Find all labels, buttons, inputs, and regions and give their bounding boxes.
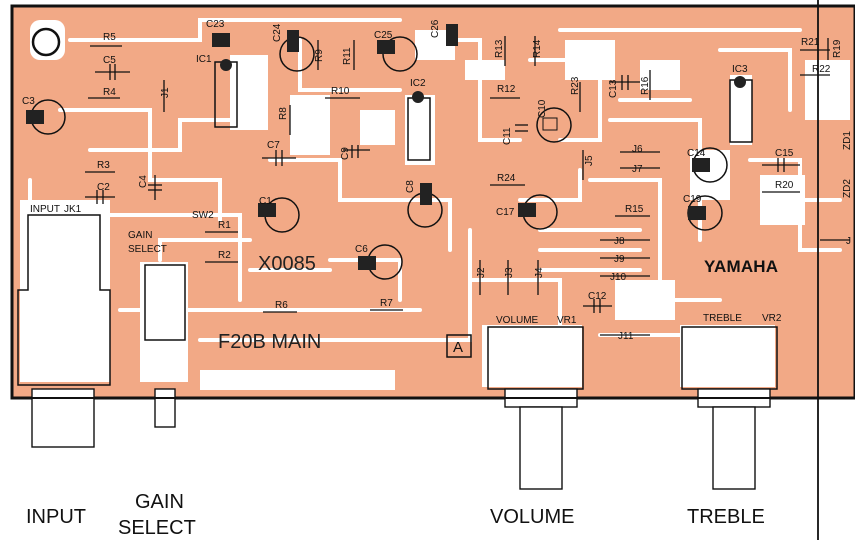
label-j11: J11 — [618, 331, 634, 342]
label-j10: J10 — [610, 272, 627, 283]
label-r3: R3 — [97, 160, 110, 171]
label-r20: R20 — [775, 180, 794, 191]
label-r14: R14 — [532, 39, 543, 58]
label-c1: C1 — [259, 196, 272, 207]
label-c25: C25 — [374, 30, 393, 41]
label-j8: J8 — [614, 236, 625, 247]
caption-input: INPUT — [26, 506, 86, 528]
label-jk1: JK1 — [64, 204, 82, 215]
label-r9: R9 — [314, 49, 325, 62]
treble-pot-shaft — [712, 406, 756, 490]
label-c26: C26 — [430, 19, 441, 38]
label-c8: C8 — [405, 180, 416, 193]
label-j2: J2 — [476, 267, 487, 278]
mounting-hole — [31, 27, 61, 57]
caption-volume: VOLUME — [490, 506, 574, 528]
gain-switch-lever — [154, 388, 176, 428]
label-j5: J5 — [584, 155, 595, 166]
label-r8: R8 — [278, 107, 289, 120]
ic3-pin1-mark — [734, 76, 746, 88]
board-title: F20B MAIN — [218, 331, 321, 353]
label-c17: C17 — [496, 207, 515, 218]
label-j7: J7 — [632, 164, 643, 175]
label-r15: R15 — [625, 204, 644, 215]
label-r2: R2 — [218, 250, 231, 261]
label-c5: C5 — [103, 55, 116, 66]
label-j4: J4 — [534, 267, 545, 278]
label-r1: R1 — [218, 220, 231, 231]
label-c11: C11 — [502, 127, 513, 145]
brand-logo: YAMAHA — [704, 257, 778, 276]
label-c24: C24 — [272, 23, 283, 42]
label-sw2: SW2 — [192, 210, 214, 221]
label-c4: C4 — [138, 175, 149, 188]
label-r19: R19 — [832, 39, 843, 58]
label-r11: R11 — [342, 47, 353, 65]
caption-gain-1: GAIN — [135, 491, 184, 513]
label-r5: R5 — [103, 32, 116, 43]
label-zd1: ZD1 — [842, 131, 853, 150]
ic1-pin1-mark — [220, 59, 232, 71]
board-code: X0085 — [258, 253, 316, 275]
label-c10: C10 — [537, 99, 548, 118]
label-c9: C9 — [340, 147, 351, 160]
label-r23: R23 — [570, 76, 581, 95]
board-cutouts — [20, 20, 850, 390]
label-c14: C14 — [687, 148, 706, 159]
label-vr1: VR1 — [557, 315, 577, 326]
label-treble: TREBLE — [703, 313, 742, 324]
label-zd2: ZD2 — [842, 179, 853, 198]
label-c15: C15 — [775, 148, 794, 159]
gain-switch-body — [144, 264, 186, 341]
revision-box — [446, 334, 472, 358]
label-j-edge: J — [846, 236, 851, 247]
label-c19: C19 — [683, 194, 702, 205]
label-j6: J6 — [632, 144, 643, 155]
label-c7: C7 — [267, 140, 280, 151]
label-ic1: IC1 — [196, 54, 212, 65]
label-r10: R10 — [331, 86, 350, 97]
label-ic2: IC2 — [410, 78, 426, 89]
label-j1: J1 — [160, 87, 171, 98]
label-j9: J9 — [614, 254, 625, 265]
label-r22: R22 — [812, 64, 831, 75]
volume-pot-shaft — [519, 406, 563, 490]
caption-gain-2: SELECT — [118, 517, 196, 539]
label-r6: R6 — [275, 300, 288, 311]
label-r24: R24 — [497, 173, 516, 184]
label-c23: C23 — [206, 19, 225, 30]
ic2-pin1-mark — [412, 91, 424, 103]
label-ic3: IC3 — [732, 64, 748, 75]
label-gain-select-2: SELECT — [128, 244, 167, 255]
label-c13: C13 — [608, 79, 619, 98]
label-gain-select-1: GAIN — [128, 230, 152, 241]
label-r7: R7 — [380, 298, 393, 309]
label-r13: R13 — [494, 39, 505, 58]
revision-mark: A — [453, 339, 463, 356]
label-input-jack: INPUT — [30, 204, 60, 215]
label-j3: J3 — [504, 267, 515, 278]
input-jack-body — [17, 214, 111, 386]
label-c3: C3 — [22, 96, 35, 107]
label-volume: VOLUME — [496, 315, 539, 326]
label-r4: R4 — [103, 87, 116, 98]
label-r12: R12 — [497, 84, 516, 95]
caption-treble: TREBLE — [687, 506, 765, 528]
label-r21: R21 — [801, 37, 820, 48]
label-vr2: VR2 — [762, 313, 782, 324]
label-c12: C12 — [588, 291, 607, 302]
label-c6: C6 — [355, 244, 368, 255]
label-r16: R16 — [640, 76, 651, 95]
label-c2: C2 — [97, 182, 110, 193]
